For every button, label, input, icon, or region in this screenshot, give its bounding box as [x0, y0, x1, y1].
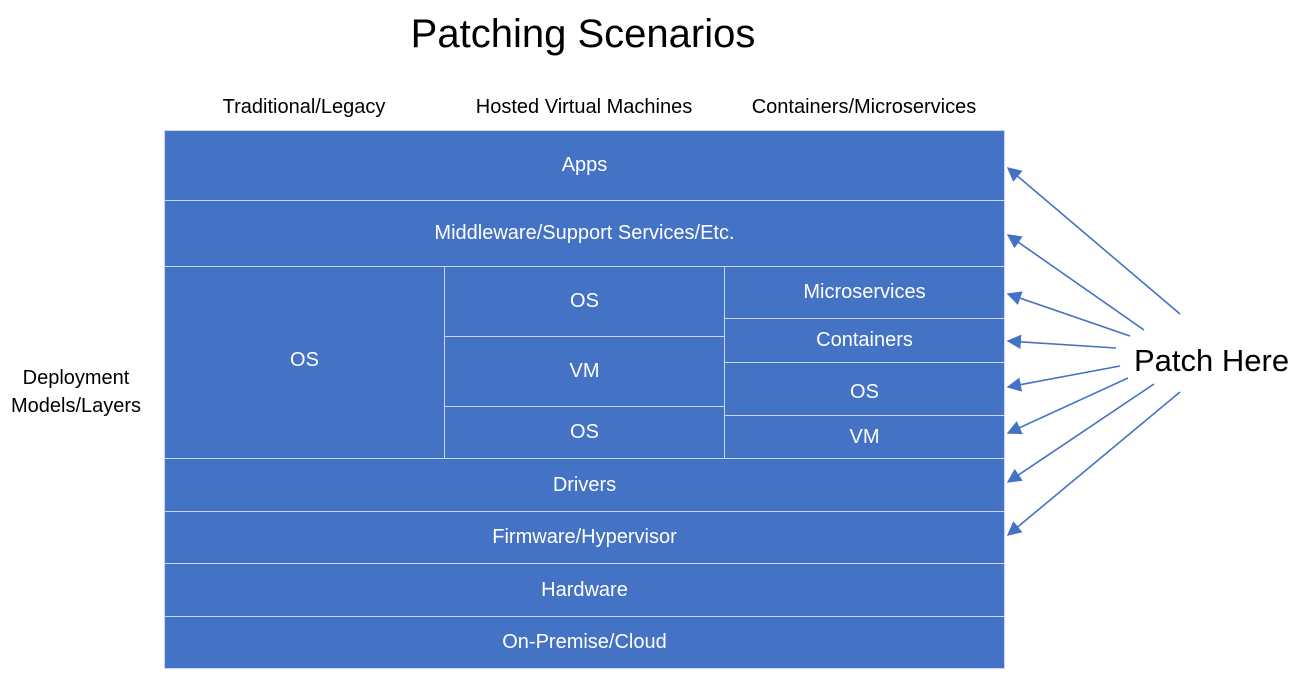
- arrow-to-container-vm: [1006, 377, 1129, 435]
- column-header-hosted-vms: Hosted Virtual Machines: [475, 96, 693, 118]
- layer-microservices: Microservices: [724, 266, 1005, 319]
- arrow-to-middleware: [1006, 234, 1145, 331]
- arrow-to-firmware: [1006, 391, 1181, 536]
- layer-drivers: Drivers: [164, 458, 1005, 512]
- layer-traditional-os: OS: [164, 266, 445, 459]
- diagram-title: Patching Scenarios: [410, 12, 756, 56]
- side-label-line-2: Models/Layers: [10, 395, 142, 417]
- arrow-to-container-os: [1006, 365, 1121, 392]
- layer-apps: Apps: [164, 130, 1005, 201]
- patch-here-label: Patch Here: [1134, 343, 1290, 378]
- side-label: Deployment Models/Layers: [0, 364, 152, 420]
- arrow-to-microservices: [1006, 291, 1131, 337]
- arrow-to-drivers: [1006, 383, 1155, 483]
- column-header-traditional: Traditional/Legacy: [222, 96, 386, 118]
- layer-containers: Containers: [724, 318, 1005, 363]
- arrow-to-apps: [1006, 167, 1181, 315]
- layer-middleware: Middleware/Support Services/Etc.: [164, 200, 1005, 267]
- layer-firmware: Firmware/Hypervisor: [164, 511, 1005, 564]
- arrow-to-containers: [1006, 334, 1117, 350]
- layer-container-vm: VM: [724, 415, 1005, 459]
- layer-platform: On-Premise/Cloud: [164, 616, 1005, 669]
- layer-vm-guest-os: OS: [444, 266, 725, 337]
- layer-hardware: Hardware: [164, 563, 1005, 617]
- column-header-containers: Containers/Microservices: [751, 96, 977, 118]
- side-label-line-1: Deployment: [22, 367, 130, 389]
